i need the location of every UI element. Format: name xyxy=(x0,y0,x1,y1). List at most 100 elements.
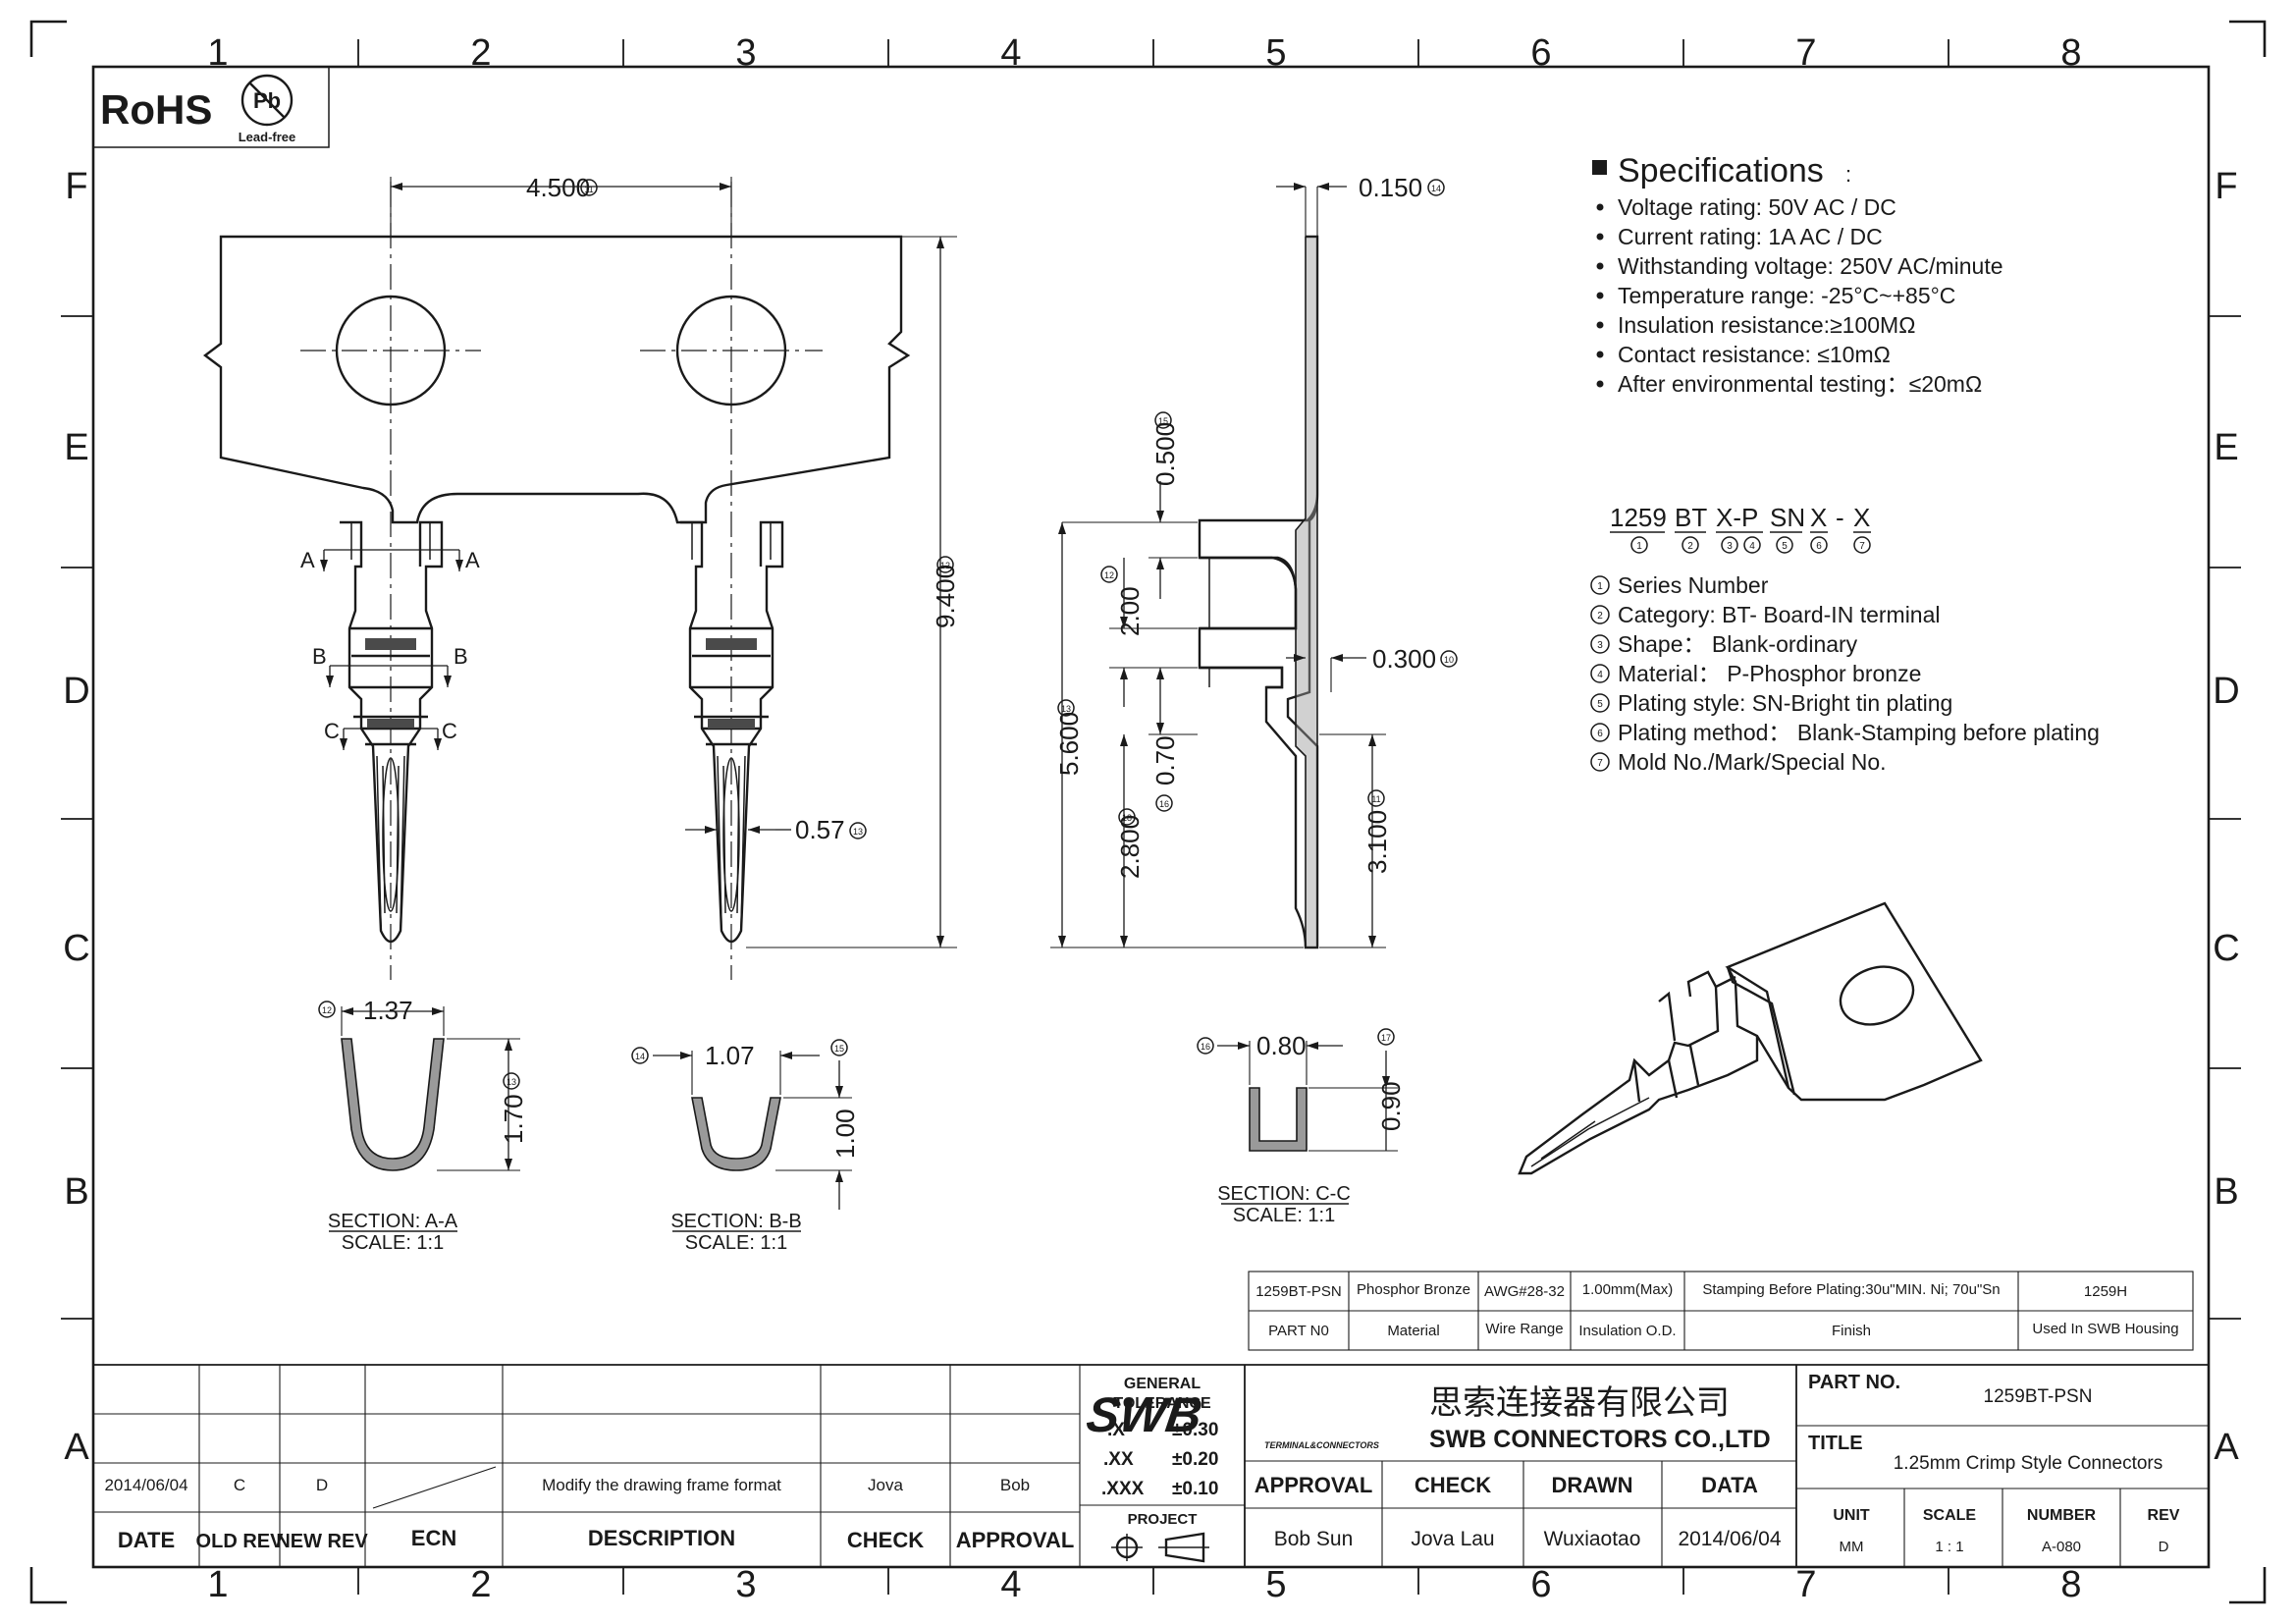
rev-header-date: DATE xyxy=(118,1528,175,1552)
part-code-plating: SN xyxy=(1770,503,1805,532)
part-code-marker-1: 1 xyxy=(1636,541,1642,552)
part-code-mold: X xyxy=(1853,503,1870,532)
specs-title-colon: : xyxy=(1845,162,1851,187)
legend-no-6: 6 xyxy=(1597,729,1603,739)
part-table-label-finish: Finish xyxy=(1832,1323,1871,1339)
frame-col-4-bottom: 4 xyxy=(1000,1564,1021,1605)
dim-280-no: 18 xyxy=(1122,813,1132,823)
unit-value: MM xyxy=(1840,1539,1864,1555)
part-table-label-wire-range: Wire Range xyxy=(1485,1321,1563,1337)
part-table-material: Phosphor Bronze xyxy=(1357,1281,1470,1298)
part-code-marker-7: 7 xyxy=(1859,541,1865,552)
frame-row-c-right: C xyxy=(2213,928,2239,969)
signoff-header-check: CHECK xyxy=(1415,1473,1491,1497)
rev-header-old: OLD REV xyxy=(196,1531,285,1552)
tolerance-xxx-value: ±0.10 xyxy=(1172,1479,1218,1499)
legend-no-3: 3 xyxy=(1597,640,1603,651)
company-name-cn: 思索连接器有限公司 xyxy=(1429,1384,1730,1422)
signoff-header-data: DATA xyxy=(1701,1473,1758,1497)
part-code-dash: - xyxy=(1836,503,1844,532)
part-table-insulation: 1.00mm(Max) xyxy=(1582,1281,1674,1298)
dim-560: 5.600 xyxy=(1054,712,1084,776)
isometric-view xyxy=(1518,901,1983,1175)
title-value: 1.25mm Crimp Style Connectors xyxy=(1894,1453,2163,1474)
section-cc: 0.80 16 17 0.90 SECTION: C-C SCALE: 1:1 xyxy=(1197,1028,1406,1226)
spec-contact: Contact resistance: ≤10mΩ xyxy=(1618,342,1891,367)
legend-shape: Shape： Blank-ordinary xyxy=(1618,631,1858,657)
part-table: 1259BT-PSN Phosphor Bronze AWG#28-32 1.0… xyxy=(1248,1271,2194,1351)
section-cc-width: 0.80 xyxy=(1256,1031,1307,1060)
dim-050: 0.500 xyxy=(1150,422,1180,486)
part-code-marker-6: 6 xyxy=(1816,541,1822,552)
frame-col-5: 5 xyxy=(1265,32,1286,74)
dim-200-no: 12 xyxy=(1104,570,1114,580)
section-cc-height: 0.90 xyxy=(1376,1081,1406,1131)
tolerance-xxx: .XXX xyxy=(1101,1479,1145,1499)
legend-no-5: 5 xyxy=(1597,699,1603,710)
section-aa-width-no: 12 xyxy=(322,1005,332,1015)
section-cc-title: SECTION: C-C xyxy=(1217,1183,1351,1205)
specifications: Specifications : Voltage rating: 50V AC … xyxy=(1592,152,2003,397)
front-view: A A B B C C 4.500 11 9.400 12 0.57 13 xyxy=(203,173,960,980)
rev-description: Modify the drawing frame format xyxy=(542,1476,781,1494)
rev-header-approval: APPROVAL xyxy=(956,1528,1075,1552)
frame-row-b: B xyxy=(64,1171,88,1213)
part-code-series: 1259 xyxy=(1610,503,1667,532)
section-aa: 1.37 12 1.70 13 SECTION: A-A SCALE: 1:1 xyxy=(318,996,528,1254)
projection-symbol-icon xyxy=(1111,1532,1209,1563)
legend-plating-method: Plating method： Blank-Stamping before pl… xyxy=(1618,720,2100,745)
frame-row-f: F xyxy=(65,166,87,207)
section-aa-title: SECTION: A-A xyxy=(328,1211,458,1232)
tolerance-title-1: GENERAL xyxy=(1124,1376,1201,1392)
dim-030-no: 10 xyxy=(1444,655,1454,665)
dim-200: 2.00 xyxy=(1115,586,1145,636)
frame-row-e-right: E xyxy=(2214,427,2238,468)
frame-row-b-right: B xyxy=(2214,1171,2238,1213)
part-code-shape-material: X-P xyxy=(1716,503,1758,532)
legend-category: Category: BT- Board-IN terminal xyxy=(1618,602,1941,627)
section-cc-scale: SCALE: 1:1 xyxy=(1233,1205,1336,1226)
dim-310-no: 11 xyxy=(1371,794,1380,804)
dim-pitch: 4.500 xyxy=(526,173,590,202)
frame-col-2-bottom: 2 xyxy=(470,1564,491,1605)
dim-pin-width: 0.57 xyxy=(795,815,845,844)
part-table-part-no: 1259BT-PSN xyxy=(1255,1283,1342,1300)
frame-col-2: 2 xyxy=(470,32,491,74)
section-bb-title: SECTION: B-B xyxy=(670,1211,801,1232)
signoff-drawn: Wuxiaotao xyxy=(1544,1528,1641,1550)
dim-280: 2.800 xyxy=(1115,815,1145,879)
scale-label: SCALE xyxy=(1923,1507,1977,1524)
frame-row-d: D xyxy=(63,671,89,712)
cut-a-left: A xyxy=(300,548,315,572)
dim-pin-width-no: 13 xyxy=(853,827,863,837)
frame-row-d-right: D xyxy=(2213,671,2239,712)
section-aa-scale: SCALE: 1:1 xyxy=(342,1232,445,1254)
tolerance-x: .X xyxy=(1107,1420,1125,1440)
section-bb: 1.07 14 15 1.00 SECTION: B-B SCALE: 1:1 xyxy=(631,1039,860,1254)
frame-col-3-bottom: 3 xyxy=(735,1564,756,1605)
frame-row-a: A xyxy=(64,1427,89,1468)
frame-col-6: 6 xyxy=(1530,32,1551,74)
signoff-header-approval: APPROVAL xyxy=(1255,1473,1373,1497)
frame-col-8-bottom: 8 xyxy=(2060,1564,2081,1605)
frame-row-a-right: A xyxy=(2214,1427,2239,1468)
rev-old: C xyxy=(234,1476,245,1494)
title-label: TITLE xyxy=(1808,1433,1863,1454)
frame-col-8: 8 xyxy=(2060,32,2081,74)
frame-col-1: 1 xyxy=(207,32,228,74)
tolerance-title-2: TOLERANCE xyxy=(1113,1395,1211,1412)
part-code: 1259 BT X-P SN X - X 1 2 3 4 5 6 7 xyxy=(1610,503,1871,554)
frame-row-e: E xyxy=(64,427,88,468)
legend-no-1: 1 xyxy=(1597,581,1603,592)
frame-col-7-bottom: 7 xyxy=(1795,1564,1816,1605)
section-bb-width: 1.07 xyxy=(705,1041,755,1070)
rev-label: REV xyxy=(2148,1507,2180,1524)
section-bb-height-no: 15 xyxy=(834,1044,844,1054)
section-aa-height-no: 13 xyxy=(507,1077,516,1087)
rohs-badge: RoHS Pb Lead-free xyxy=(92,66,330,148)
cut-a-right: A xyxy=(465,548,480,572)
part-code-marker-2: 2 xyxy=(1687,541,1693,552)
dim-pitch-no: 11 xyxy=(584,185,593,194)
part-table-label-part-no: PART N0 xyxy=(1268,1323,1329,1339)
